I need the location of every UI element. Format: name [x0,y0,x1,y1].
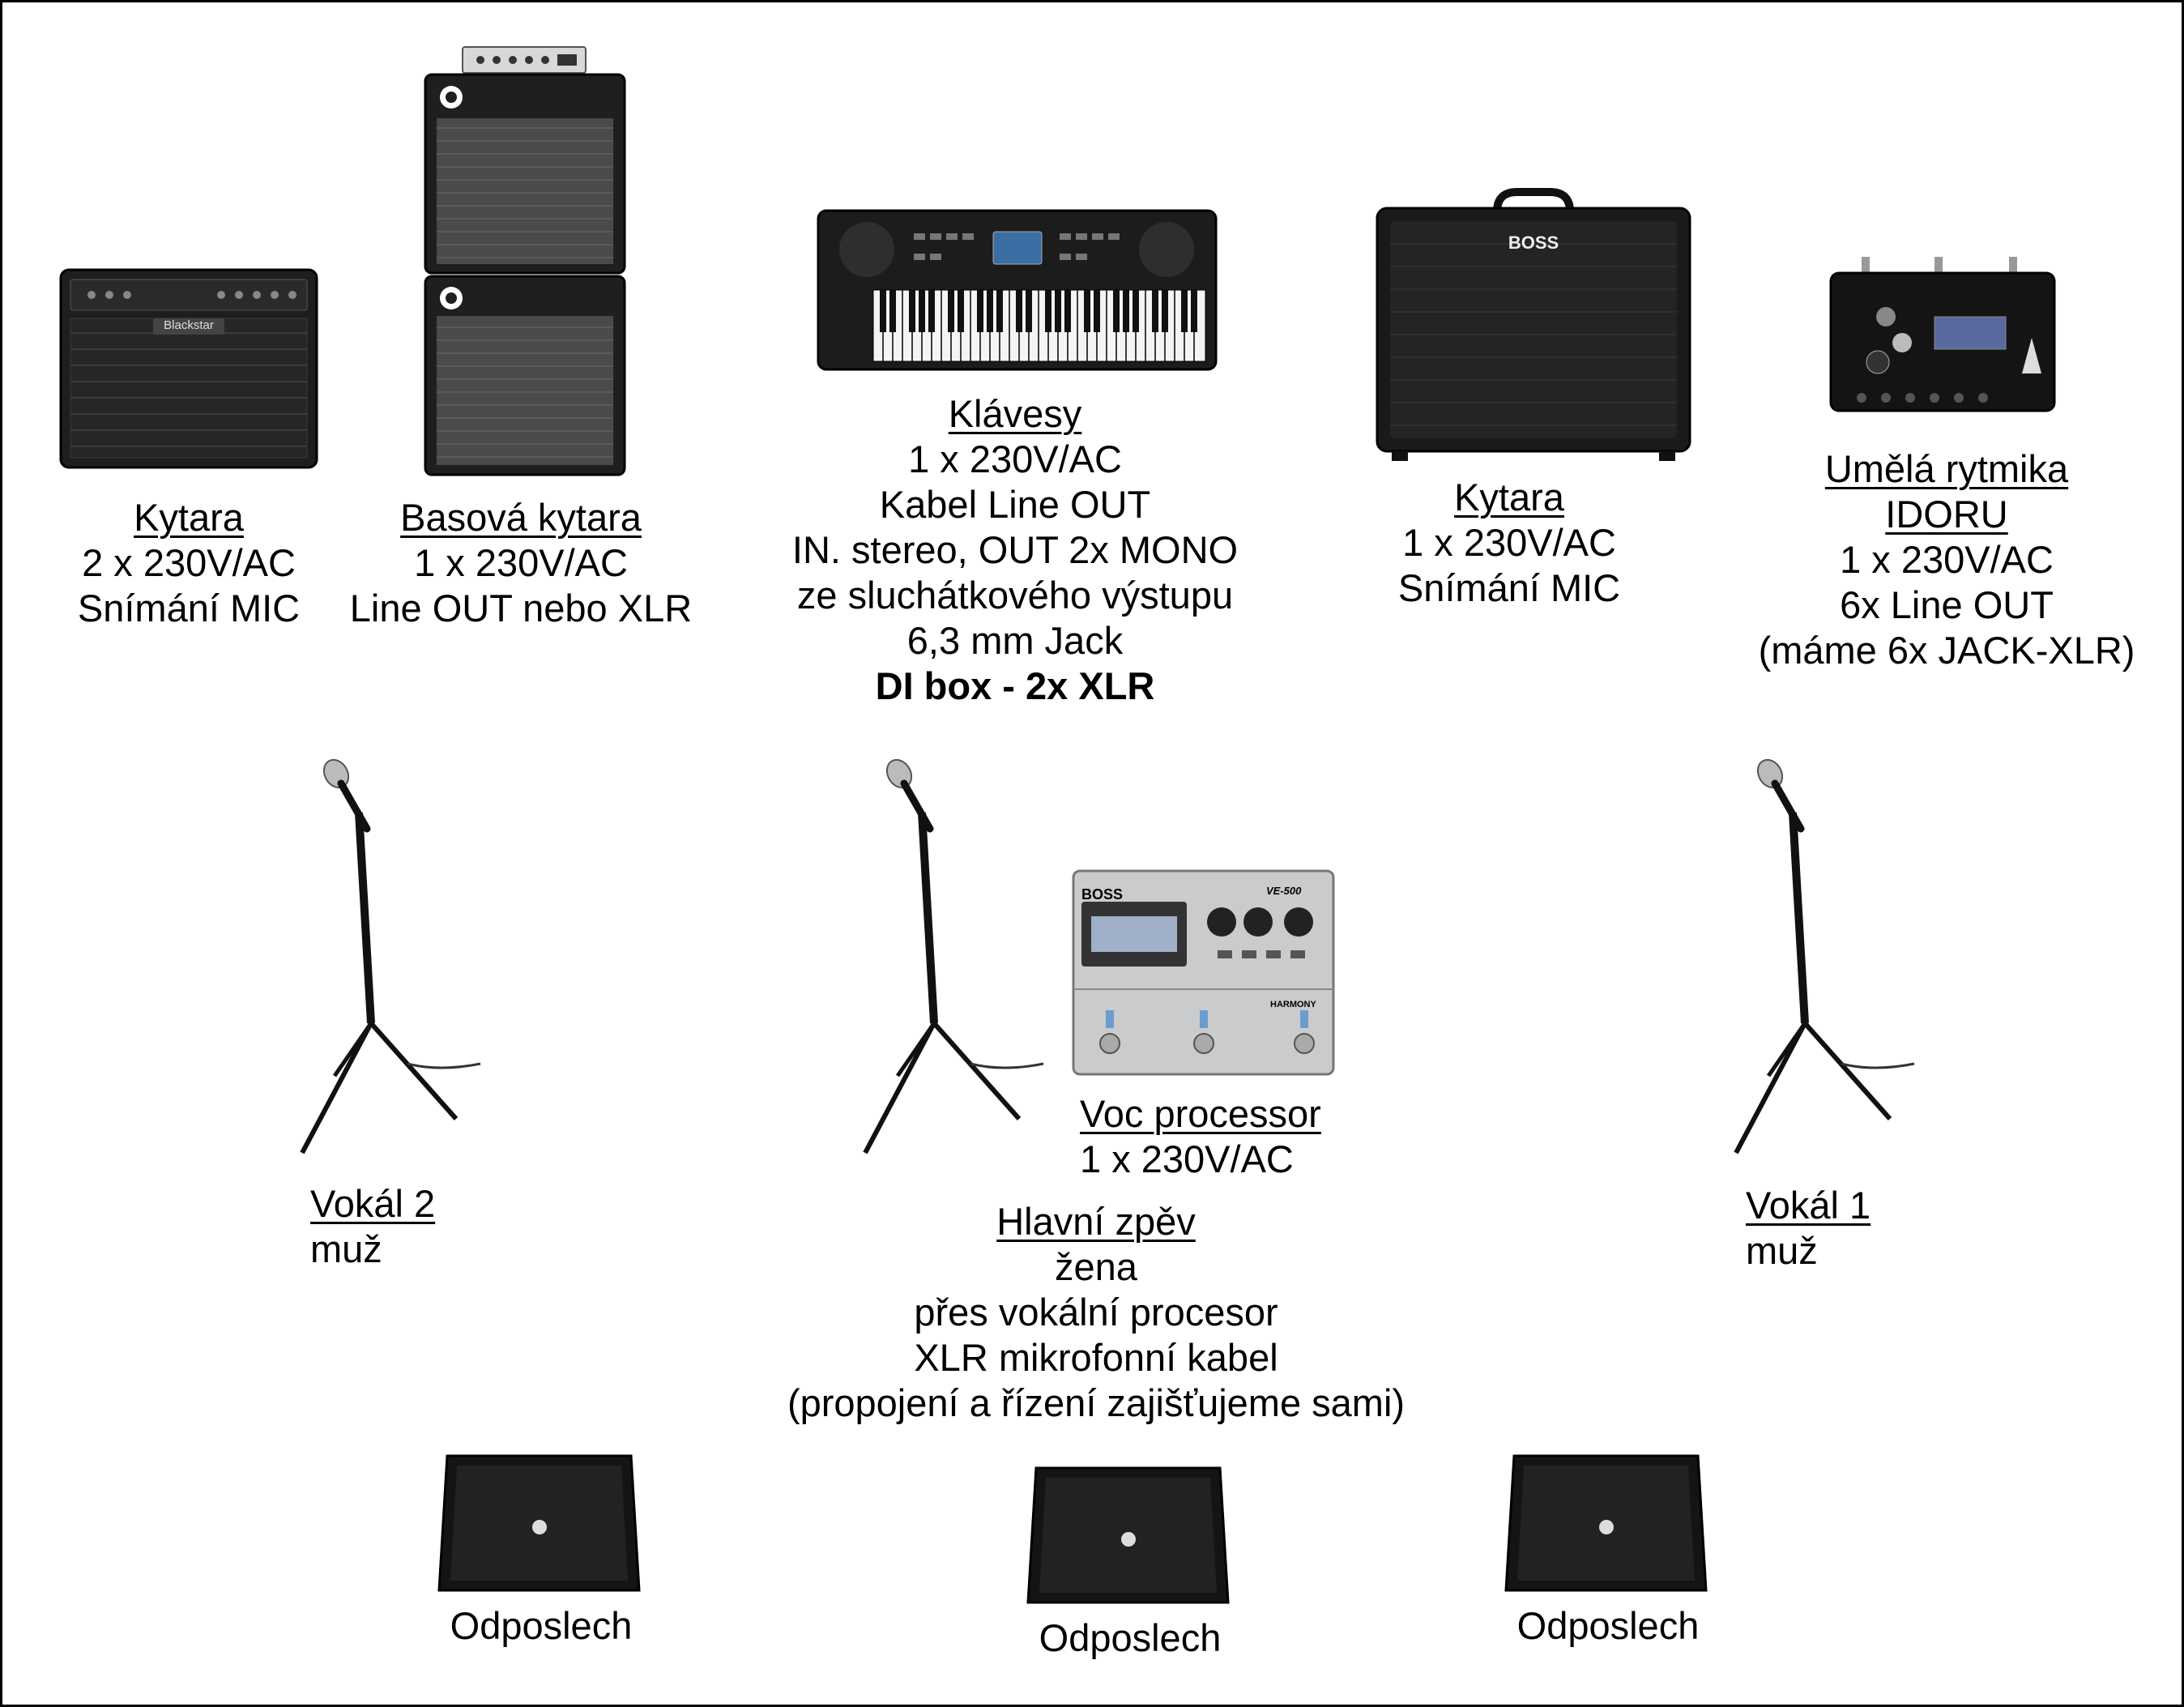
caption-line: XLR mikrofonní kabel [914,1336,1278,1379]
guitar-amp-icon [59,268,318,469]
caption-line: muž [310,1227,382,1270]
caption-drum-machine: Umělá rytmika IDORU 1 x 230V/AC 6x Line … [1728,446,2165,673]
caption-lead-vocal: Hlavní zpěv žena přes vokální procesor X… [732,1199,1461,1426]
amp-brand-label: BOSS [1508,233,1559,253]
caption-title: Vokál 2 [310,1182,436,1225]
caption-line: (máme 6x JACK-XLR) [1758,629,2135,672]
guitar-amp-icon [1376,188,1691,461]
stage-monitor-icon [437,1454,641,1592]
caption-line: 1 x 230V/AC [1840,538,2054,581]
keyboard-icon [817,209,1218,371]
monitor-label: Odposlech [1039,1616,1222,1659]
caption-title: IDORU [1885,493,2008,536]
caption-line: 1 x 230V/AC [908,437,1122,480]
caption-vocal1: Vokál 1 muž [1746,1183,1870,1274]
caption-line: 1 x 230V/AC [1080,1137,1294,1180]
caption-guitar-right: Kytara 1 x 230V/AC Snímání MIC [1363,475,1655,611]
vocal-processor-icon [1072,869,1335,1076]
caption-line: Snímání MIC [77,587,301,629]
stage-monitor-icon [1504,1454,1708,1592]
caption-voc-processor: Voc processor 1 x 230V/AC [1080,1091,1321,1182]
caption-line: (propojení a řízení zajišťujeme sami) [787,1381,1406,1424]
pedal-harmony-label: HARMONY [1270,1000,1316,1009]
microphone-stand-icon [1734,758,1915,1154]
caption-line: 2 x 230V/AC [82,541,296,584]
caption-line: 1 x 230V/AC [1402,521,1616,564]
caption-line: Kabel Line OUT [879,483,1151,526]
caption-bass: Basová kytara 1 x 230V/AC Line OUT nebo … [335,495,707,631]
amp-brand-label: Blackstar [164,318,214,332]
bass-cabinet-icon [424,46,626,476]
caption-title: Klávesy [948,392,1082,435]
caption-line: Line OUT nebo XLR [349,587,693,629]
caption-line: ze sluchátkového výstupu [796,574,1234,617]
microphone-stand-icon [300,758,481,1154]
amp-brand-label [59,268,318,472]
caption-title: Kytara [134,496,244,539]
drum-machine-icon [1829,257,2056,412]
caption-title: Hlavní zpěv [996,1200,1196,1243]
stage-monitor-icon [1026,1466,1230,1604]
caption-title: Vokál 1 [1746,1184,1871,1227]
monitor-label: Odposlech [1516,1604,1700,1647]
caption-line: muž [1746,1229,1818,1272]
caption-line: přes vokální procesor [914,1291,1278,1334]
caption-line: IN. stereo, OUT 2x MONO [791,528,1239,571]
caption-guitar-left: Kytara 2 x 230V/AC Snímání MIC [59,495,318,631]
caption-title: Basová kytara [400,496,642,539]
pedal-brand-label: BOSS [1081,886,1124,903]
caption-title: Voc processor [1080,1092,1321,1135]
caption-line: žena [1055,1245,1137,1288]
caption-line: 6,3 mm Jack [906,619,1124,662]
caption-line-bold: DI box - 2x XLR [875,664,1155,707]
caption-vocal2: Vokál 2 muž [310,1181,435,1272]
caption-line: 6x Line OUT [1840,583,2054,626]
microphone-stand-icon [863,758,1044,1154]
caption-line: 1 x 230V/AC [414,541,628,584]
monitor-label: Odposlech [450,1604,633,1647]
caption-line: Snímání MIC [1397,566,1621,609]
caption-title: Umělá rytmika [1824,447,2069,490]
caption-title: Kytara [1454,476,1564,519]
pedal-model-label: VE-500 [1266,885,1302,897]
caption-keys: Klávesy 1 x 230V/AC Kabel Line OUT IN. s… [732,391,1299,709]
